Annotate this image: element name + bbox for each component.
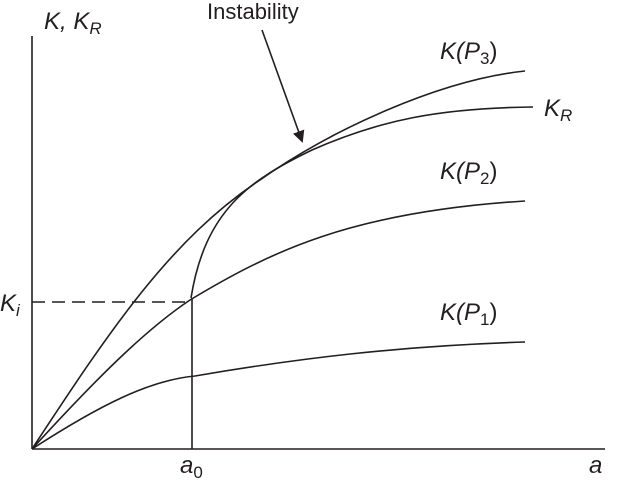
x-axis-label: a [589, 452, 603, 479]
curve-k-p1 [31, 341, 526, 450]
a0-tick-label: a0 [180, 452, 203, 482]
curve-k-p3 [31, 70, 526, 450]
instability-label: Instability [207, 0, 299, 24]
label-kr: KR [544, 95, 573, 125]
label-k-p1: K(P1) [440, 299, 498, 329]
instability-arrow [261, 29, 305, 143]
ki-tick-label: Ki [0, 290, 20, 320]
y-axis-label: K, KR [44, 8, 102, 38]
label-k-p2: K(P2) [440, 158, 498, 188]
curve-k-p2 [31, 200, 526, 450]
label-k-p3: K(P3) [440, 38, 498, 68]
curve-kr [190, 106, 534, 299]
